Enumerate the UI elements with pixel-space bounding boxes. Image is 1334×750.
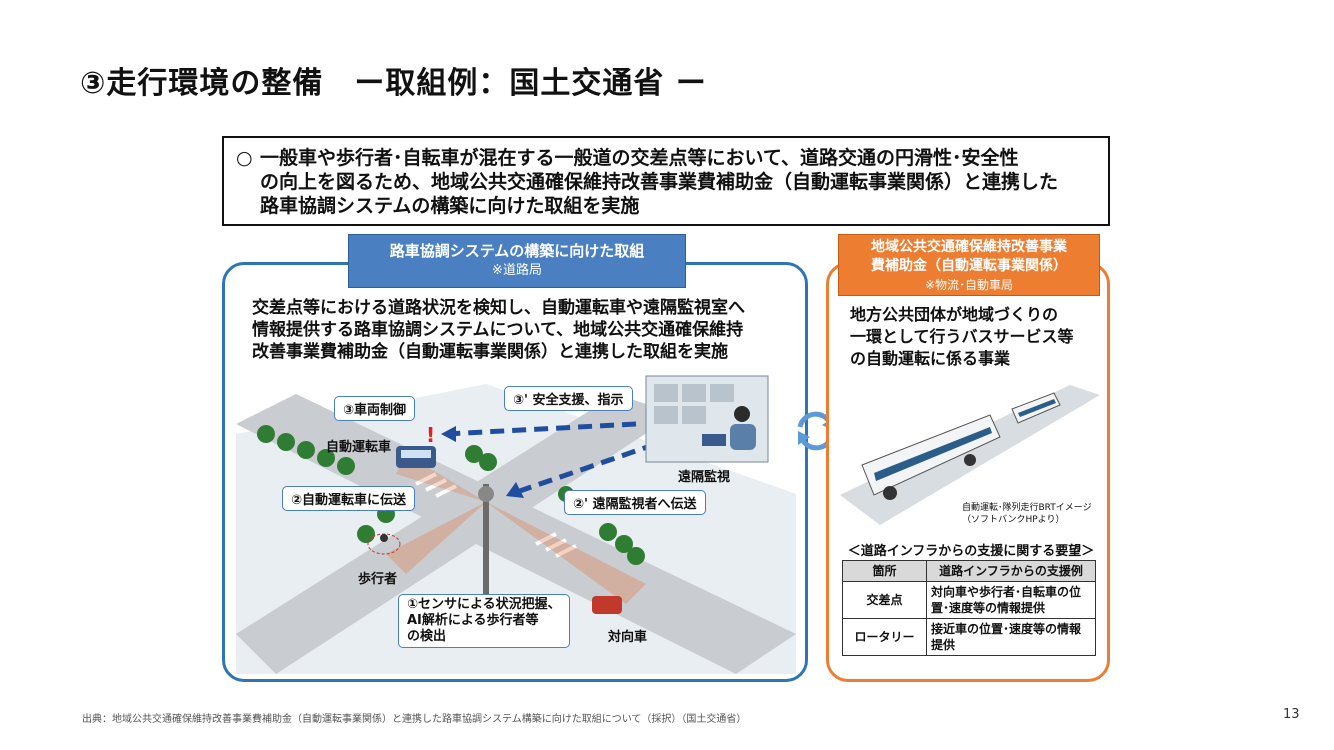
right-panel-header: 地域公共交通確保維持改善事業 費補助金（自動運転事業関係） ※物流･自動車局	[838, 234, 1100, 296]
label-pedestrian: 歩行者	[358, 572, 398, 587]
intersection-illustration: ! ③車両制御 ③' 安全支援、指示 ②自動運転車に伝送 ②' 遠隔監視者へ伝送…	[236, 374, 796, 674]
right-header-sub: ※物流･自動車局	[924, 278, 1014, 292]
left-description: 交差点等における道路状況を検知し、自動運転車や遠隔監視室へ 情報提供する路車協調…	[252, 298, 745, 362]
left-panel-header: 路車協調システムの構築に向けた取組 ※道路局	[348, 234, 686, 288]
brt-bus-image	[840, 385, 1100, 535]
svg-text:!: !	[426, 423, 435, 447]
summary-text: 一般車や歩行者･自転車が混在する一般道の交差点等において、道路交通の円滑性･安全…	[260, 147, 1059, 217]
table-header-row: 箇所 道路インフラからの支援例	[842, 560, 1096, 582]
table-header-place: 箇所	[842, 560, 927, 582]
callout-transmit-monitor: ②' 遠隔監視者へ伝送	[564, 490, 706, 515]
right-description: 地方公共団体が地域づくりの 一環として行うバスサービス等 の自動運転に係る事業	[850, 305, 1074, 368]
bus-illustration-svg	[840, 385, 1100, 525]
callout-sensor: ①センサによる状況把握、 AI解析による歩行者等 の検出	[398, 594, 570, 648]
callout-vehicle-control: ③車両制御	[334, 396, 416, 421]
page-title: ③走行環境の整備 ー取組例：国土交通省 ー	[80, 66, 707, 101]
left-header-sub: ※道路局	[492, 263, 542, 278]
right-header-line2: 費補助金（自動運転事業関係）	[871, 258, 1067, 274]
requests-table: 箇所 道路インフラからの支援例 交差点 対向車や歩行者･自転車の位置･速度等の情…	[842, 560, 1096, 656]
table-row: ロータリー 接近車の位置･速度等の情報提供	[842, 618, 1096, 656]
label-remote-monitor: 遠隔監視	[678, 470, 731, 485]
page-number: 13	[1283, 707, 1300, 722]
label-auto-vehicle: 自動運転車	[326, 440, 392, 455]
table-row: 交差点 対向車や歩行者･自転車の位置･速度等の情報提供	[842, 581, 1096, 619]
table-cell-place: ロータリー	[842, 618, 927, 656]
bus-caption: 自動運転･隊列走行BRTイメージ （ソフトバンクHPより）	[962, 503, 1092, 525]
table-header-support: 道路インフラからの支援例	[926, 560, 1096, 582]
callout-transmit-vehicle: ②自動運転車に伝送	[282, 486, 416, 511]
source-footnote: 出典：地域公共交通確保維持改善事業費補助金（自動運転事業関係）と連携した路車協調…	[82, 714, 747, 725]
label-oncoming-vehicle: 対向車	[608, 630, 648, 645]
circle-bullet: ○	[236, 147, 253, 169]
table-cell-support: 接近車の位置･速度等の情報提供	[926, 618, 1096, 656]
table-cell-support: 対向車や歩行者･自転車の位置･速度等の情報提供	[926, 581, 1096, 619]
summary-box: ○ 一般車や歩行者･自転車が混在する一般道の交差点等において、道路交通の円滑性･…	[222, 136, 1110, 226]
requests-title: ＜道路インフラからの支援に関する要望＞	[847, 544, 1095, 559]
table-cell-place: 交差点	[842, 581, 927, 619]
callout-safety-support: ③' 安全支援、指示	[504, 386, 633, 411]
right-header-line1: 地域公共交通確保維持改善事業	[871, 239, 1067, 255]
intersection-svg: !	[236, 375, 796, 674]
left-header-title: 路車協調システムの構築に向けた取組	[389, 242, 645, 260]
